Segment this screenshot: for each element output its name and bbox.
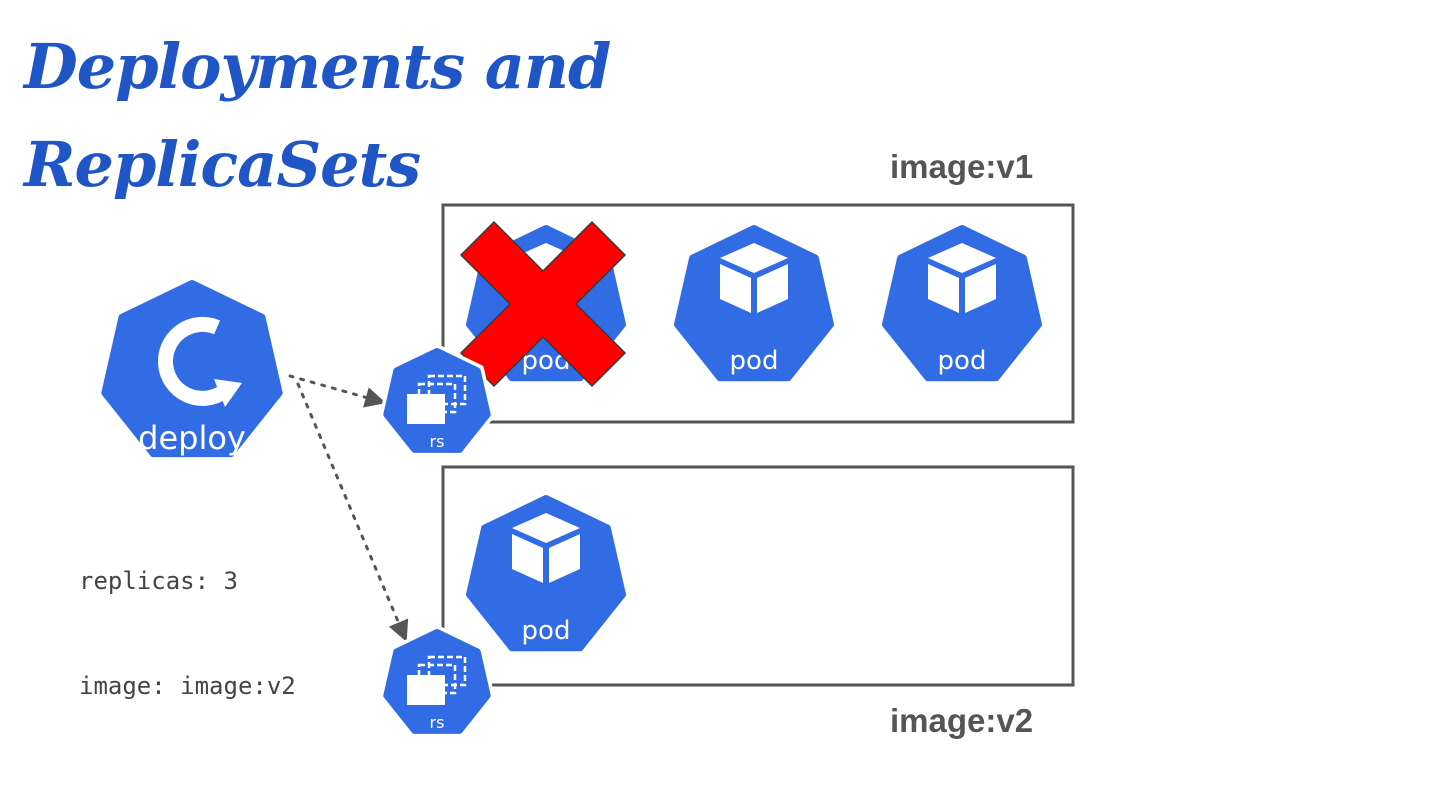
pod-label: pod [730,346,779,376]
spec-image: image: image:v2 [79,672,296,700]
rs2-box [441,465,1075,687]
title-line-2: ReplicaSets [24,128,421,201]
rs-label: rs [430,432,445,451]
pod-label: pod [522,616,571,646]
arrow-deploy-to-rs2 [296,382,409,642]
spec-replicas: replicas: 3 [79,567,238,595]
deployment-spec: replicas: 3 image: image:v2 [79,494,296,774]
deploy-icon: deploy [95,274,289,463]
rs-icon: rs [379,625,495,738]
rs-icon: rs [379,344,495,457]
slide-title: Deployments and ReplicaSets [24,18,611,214]
rs1-image-label: image:v1 [890,148,1034,185]
arrow-deploy-to-rs1 [288,374,387,408]
pod-cube-icon [720,243,788,313]
deploy-label: deploy [138,419,246,457]
pod-cube-icon [928,243,996,313]
pod-label: pod [938,346,987,376]
rs-label: rs [430,713,445,732]
rs1-box [441,203,1075,424]
pod-cube-icon [512,513,580,583]
pod-icon: pod [877,220,1047,386]
rs2-image-label: image:v2 [890,702,1034,739]
pod-icon: pod [461,490,631,656]
red-x-icon [459,220,627,388]
title-line-1: Deployments and [24,30,611,103]
pod-icon: pod [669,220,839,386]
